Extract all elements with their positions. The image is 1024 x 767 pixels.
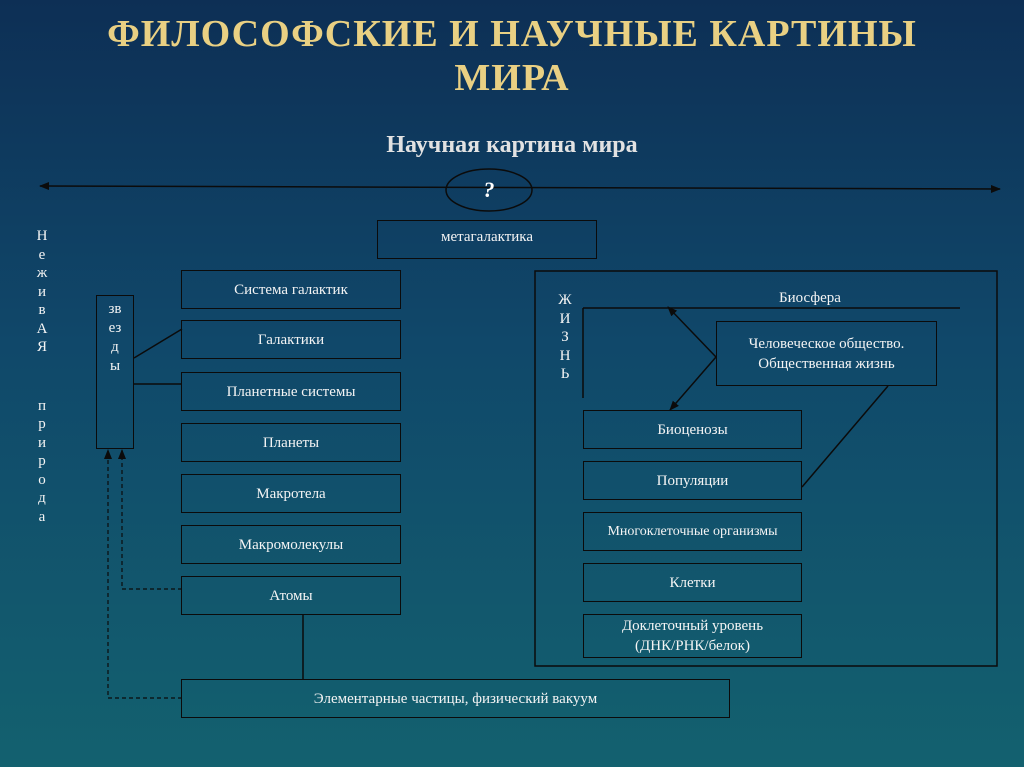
macromolecules-box: Макромолекулы: [181, 525, 401, 564]
galaxy-system-box: Система галактик: [181, 270, 401, 309]
galaxies-box: Галактики: [181, 320, 401, 359]
precellular-box: Доклеточный уровень (ДНК/РНК/белок): [583, 614, 802, 658]
dashed-arrow-particles: [104, 449, 182, 699]
metagalaxy-box: метагалактика: [377, 220, 597, 259]
planets-box: Планеты: [181, 423, 401, 462]
inanimate-nature-label: Н е ж и в А Я п р и р о д а: [36, 228, 48, 525]
populations-box: Популяции: [583, 461, 802, 500]
elementary-particles-box: Элементарные частицы, физический вакуум: [181, 679, 730, 718]
biocenoses-box: Биоценозы: [583, 410, 802, 449]
life-label: Ж И З Н Ь: [558, 292, 572, 382]
scale-arrow: [39, 182, 1001, 193]
stars-box: зв ез д ы: [96, 295, 134, 449]
unknown-ellipse: [445, 168, 533, 212]
biosphere-label: Биосфера: [779, 290, 841, 306]
multicellular-box: Многоклеточные организмы: [583, 512, 802, 551]
cells-box: Клетки: [583, 563, 802, 602]
macrobodies-box: Макротела: [181, 474, 401, 513]
title-line-2: МИРА: [454, 57, 570, 99]
living-frame: [534, 270, 998, 667]
title-line-1: ФИЛОСОФСКИЕ И НАУЧНЫЕ КАРТИНЫ: [107, 13, 917, 55]
atoms-box: Атомы: [181, 576, 401, 615]
page-title: ФИЛОСОФСКИЕ И НАУЧНЫЕ КАРТИНЫ МИРА: [0, 12, 1024, 100]
diagram-subtitle: Научная картина мира: [386, 132, 638, 158]
dashed-arrow-atoms: [118, 449, 182, 590]
question-mark: ?: [483, 177, 495, 202]
human-society-box: Человеческое общество. Общественная жизн…: [716, 321, 937, 386]
planetary-systems-box: Планетные системы: [181, 372, 401, 411]
